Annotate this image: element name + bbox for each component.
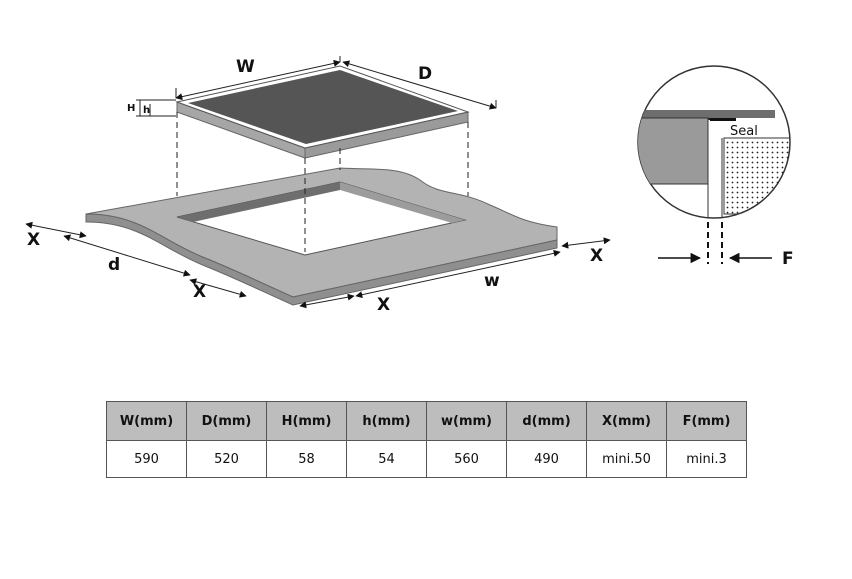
header-H: H(mm) [266, 401, 347, 441]
label-x-bottom-left: X [193, 282, 206, 302]
label-H: H [127, 103, 135, 114]
label-h: h [143, 105, 150, 116]
value-F: mini.3 [666, 440, 747, 478]
header-X: X(mm) [586, 401, 667, 441]
value-d: 490 [506, 440, 587, 478]
table-row: 590 520 58 54 560 490 mini.50 mini.3 [106, 440, 747, 478]
header-F: F(mm) [666, 401, 747, 441]
label-w: w [484, 271, 500, 291]
value-H: 58 [266, 440, 347, 478]
value-D: 520 [186, 440, 267, 478]
value-W: 590 [106, 440, 187, 478]
label-W: W [236, 57, 255, 77]
header-D: D(mm) [186, 401, 267, 441]
label-D: D [418, 64, 432, 84]
value-X: mini.50 [586, 440, 667, 478]
label-d: d [108, 255, 120, 275]
value-h: 54 [346, 440, 427, 478]
label-seal: Seal [730, 124, 758, 139]
value-w: 560 [426, 440, 507, 478]
seal-detail: Seal F [637, 65, 794, 269]
table-header-row: W(mm) D(mm) H(mm) h(mm) w(mm) d(mm) X(mm… [106, 401, 747, 441]
header-W: W(mm) [106, 401, 187, 441]
alignment-lines [176, 112, 469, 252]
dimensions-table: W(mm) D(mm) H(mm) h(mm) w(mm) d(mm) X(mm… [106, 401, 747, 478]
header-d: d(mm) [506, 401, 587, 441]
dimension-lines [25, 56, 611, 309]
header-h: h(mm) [346, 401, 427, 441]
label-x-right: X [590, 246, 603, 266]
installation-diagram: W D H h X d X X w X Seal F [25, 56, 794, 315]
header-w: w(mm) [426, 401, 507, 441]
label-F: F [782, 249, 794, 269]
label-x-bottom: X [377, 295, 390, 315]
label-x-left: X [27, 230, 40, 250]
